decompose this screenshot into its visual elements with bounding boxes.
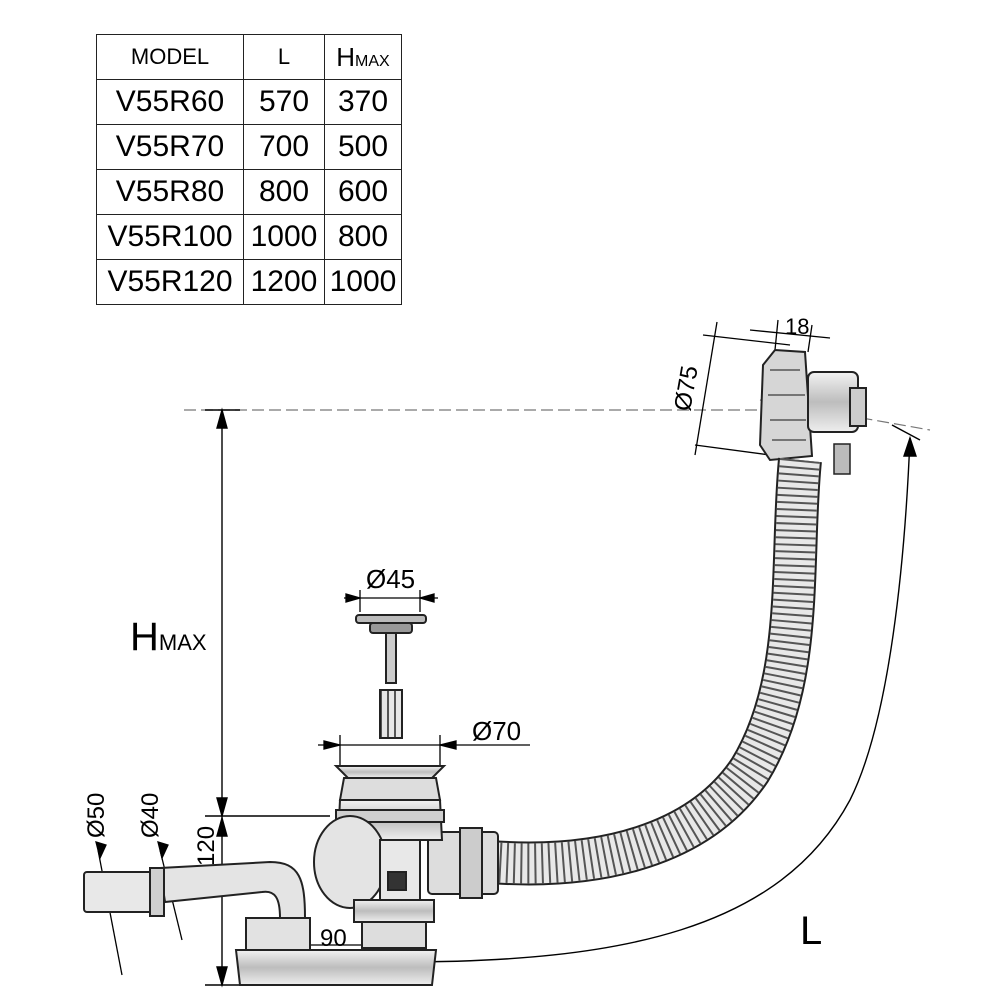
table-row: V55R80 800 600 bbox=[96, 169, 402, 215]
outlet-outer-label: Ø50 bbox=[83, 793, 110, 838]
corrugated-hose bbox=[488, 457, 822, 886]
row-height: 370 bbox=[324, 79, 402, 125]
drain-body bbox=[313, 765, 447, 909]
plug-diameter-dimension bbox=[344, 590, 438, 612]
trap-bottom bbox=[234, 899, 438, 986]
row-model: V55R80 bbox=[96, 169, 244, 215]
table-row: V55R60 570 370 bbox=[96, 79, 402, 125]
overflow-width-label: 18 bbox=[785, 314, 809, 339]
header-hmax: HMAX bbox=[324, 34, 402, 80]
plug-assembly bbox=[355, 614, 427, 739]
row-height: 500 bbox=[324, 124, 402, 170]
header-hmax-sub: MAX bbox=[355, 52, 390, 70]
row-height: 1000 bbox=[324, 259, 402, 305]
spec-table: MODEL L HMAX V55R60 570 370 V55R70 700 5… bbox=[96, 34, 402, 305]
drain-diameter-label: Ø70 bbox=[472, 716, 521, 746]
trap-offset-label: 90 bbox=[320, 925, 347, 952]
hmax-dimension bbox=[205, 407, 240, 819]
outlet-inner-label: Ø40 bbox=[137, 793, 164, 838]
hmax-label-sub: MAX bbox=[159, 630, 207, 655]
height-120-dimension bbox=[205, 815, 330, 988]
overflow-head bbox=[758, 348, 867, 475]
hose-connector bbox=[427, 827, 499, 899]
row-length: 1200 bbox=[243, 259, 325, 305]
row-height: 800 bbox=[324, 214, 402, 260]
plug-diameter-label: Ø45 bbox=[366, 564, 415, 594]
header-hmax-main: H bbox=[336, 41, 356, 72]
row-length: 800 bbox=[243, 169, 325, 215]
hmax-label-main: H bbox=[130, 615, 159, 659]
row-model: V55R120 bbox=[96, 259, 244, 305]
table-row: V55R70 700 500 bbox=[96, 124, 402, 170]
table-header-row: MODEL L HMAX bbox=[96, 34, 402, 80]
row-model: V55R70 bbox=[96, 124, 244, 170]
drain-diameter-dimension bbox=[318, 735, 530, 770]
row-length: 700 bbox=[243, 124, 325, 170]
header-model: MODEL bbox=[96, 34, 244, 80]
trap-height-label: 120 bbox=[193, 826, 220, 866]
row-height: 600 bbox=[324, 169, 402, 215]
outlet-pipe bbox=[83, 860, 307, 919]
hmax-label: HMAX bbox=[130, 615, 207, 659]
overflow-dimension bbox=[694, 319, 831, 456]
length-label: L bbox=[800, 909, 822, 953]
overflow-diameter-label: Ø75 bbox=[669, 364, 703, 413]
table-row: V55R100 1000 800 bbox=[96, 214, 402, 260]
table-row: V55R120 1200 1000 bbox=[96, 259, 402, 305]
header-length: L bbox=[243, 34, 325, 80]
